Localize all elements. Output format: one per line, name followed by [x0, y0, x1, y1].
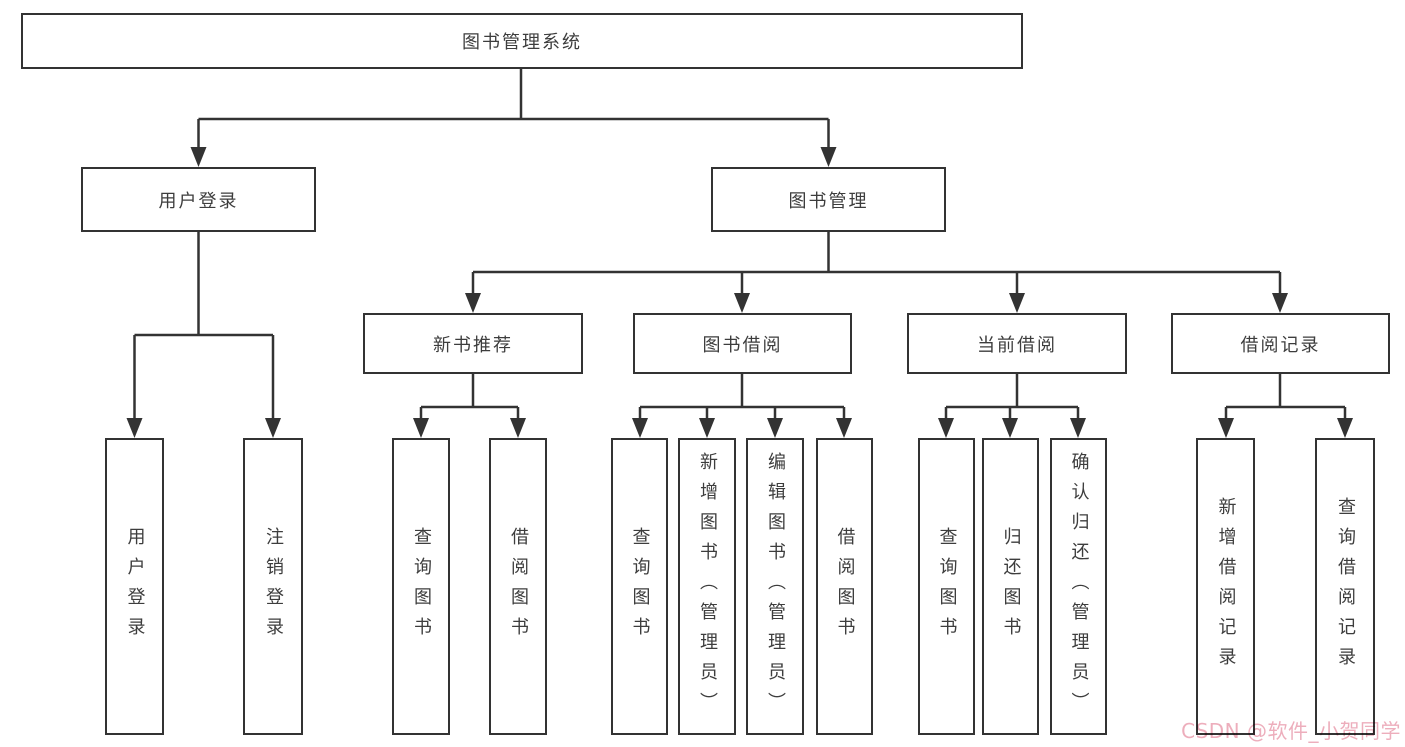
leaf-cb-query-books: 查询图书: [918, 438, 975, 735]
node-current-borrow: 当前借阅: [907, 313, 1127, 374]
node-root: 图书管理系统: [21, 13, 1023, 69]
leaf-nb-borrow-books: 借阅图书: [489, 438, 547, 735]
leaf-bb-borrow-books: 借阅图书: [816, 438, 873, 735]
leaf-user-login: 用户登录: [105, 438, 164, 735]
node-book-mgmt: 图书管理: [711, 167, 946, 232]
leaf-logout: 注销登录: [243, 438, 303, 735]
leaf-bb-query-books: 查询图书: [611, 438, 668, 735]
leaf-br-add-record: 新增借阅记录: [1196, 438, 1255, 735]
leaf-bb-edit-books-admin: 编辑图书（管理员）: [746, 438, 804, 735]
node-book-borrow: 图书借阅: [633, 313, 852, 374]
node-login: 用户登录: [81, 167, 316, 232]
leaf-nb-query-books: 查询图书: [392, 438, 450, 735]
leaf-bb-add-books-admin: 新增图书（管理员）: [678, 438, 736, 735]
leaf-br-query-record: 查询借阅记录: [1315, 438, 1375, 735]
leaf-cb-return-books: 归还图书: [982, 438, 1039, 735]
leaf-cb-confirm-return-admin: 确认归还（管理员）: [1050, 438, 1107, 735]
node-borrow-records: 借阅记录: [1171, 313, 1390, 374]
node-new-book-recommend: 新书推荐: [363, 313, 583, 374]
watermark: CSDN @软件_小贺同学: [1181, 719, 1401, 743]
